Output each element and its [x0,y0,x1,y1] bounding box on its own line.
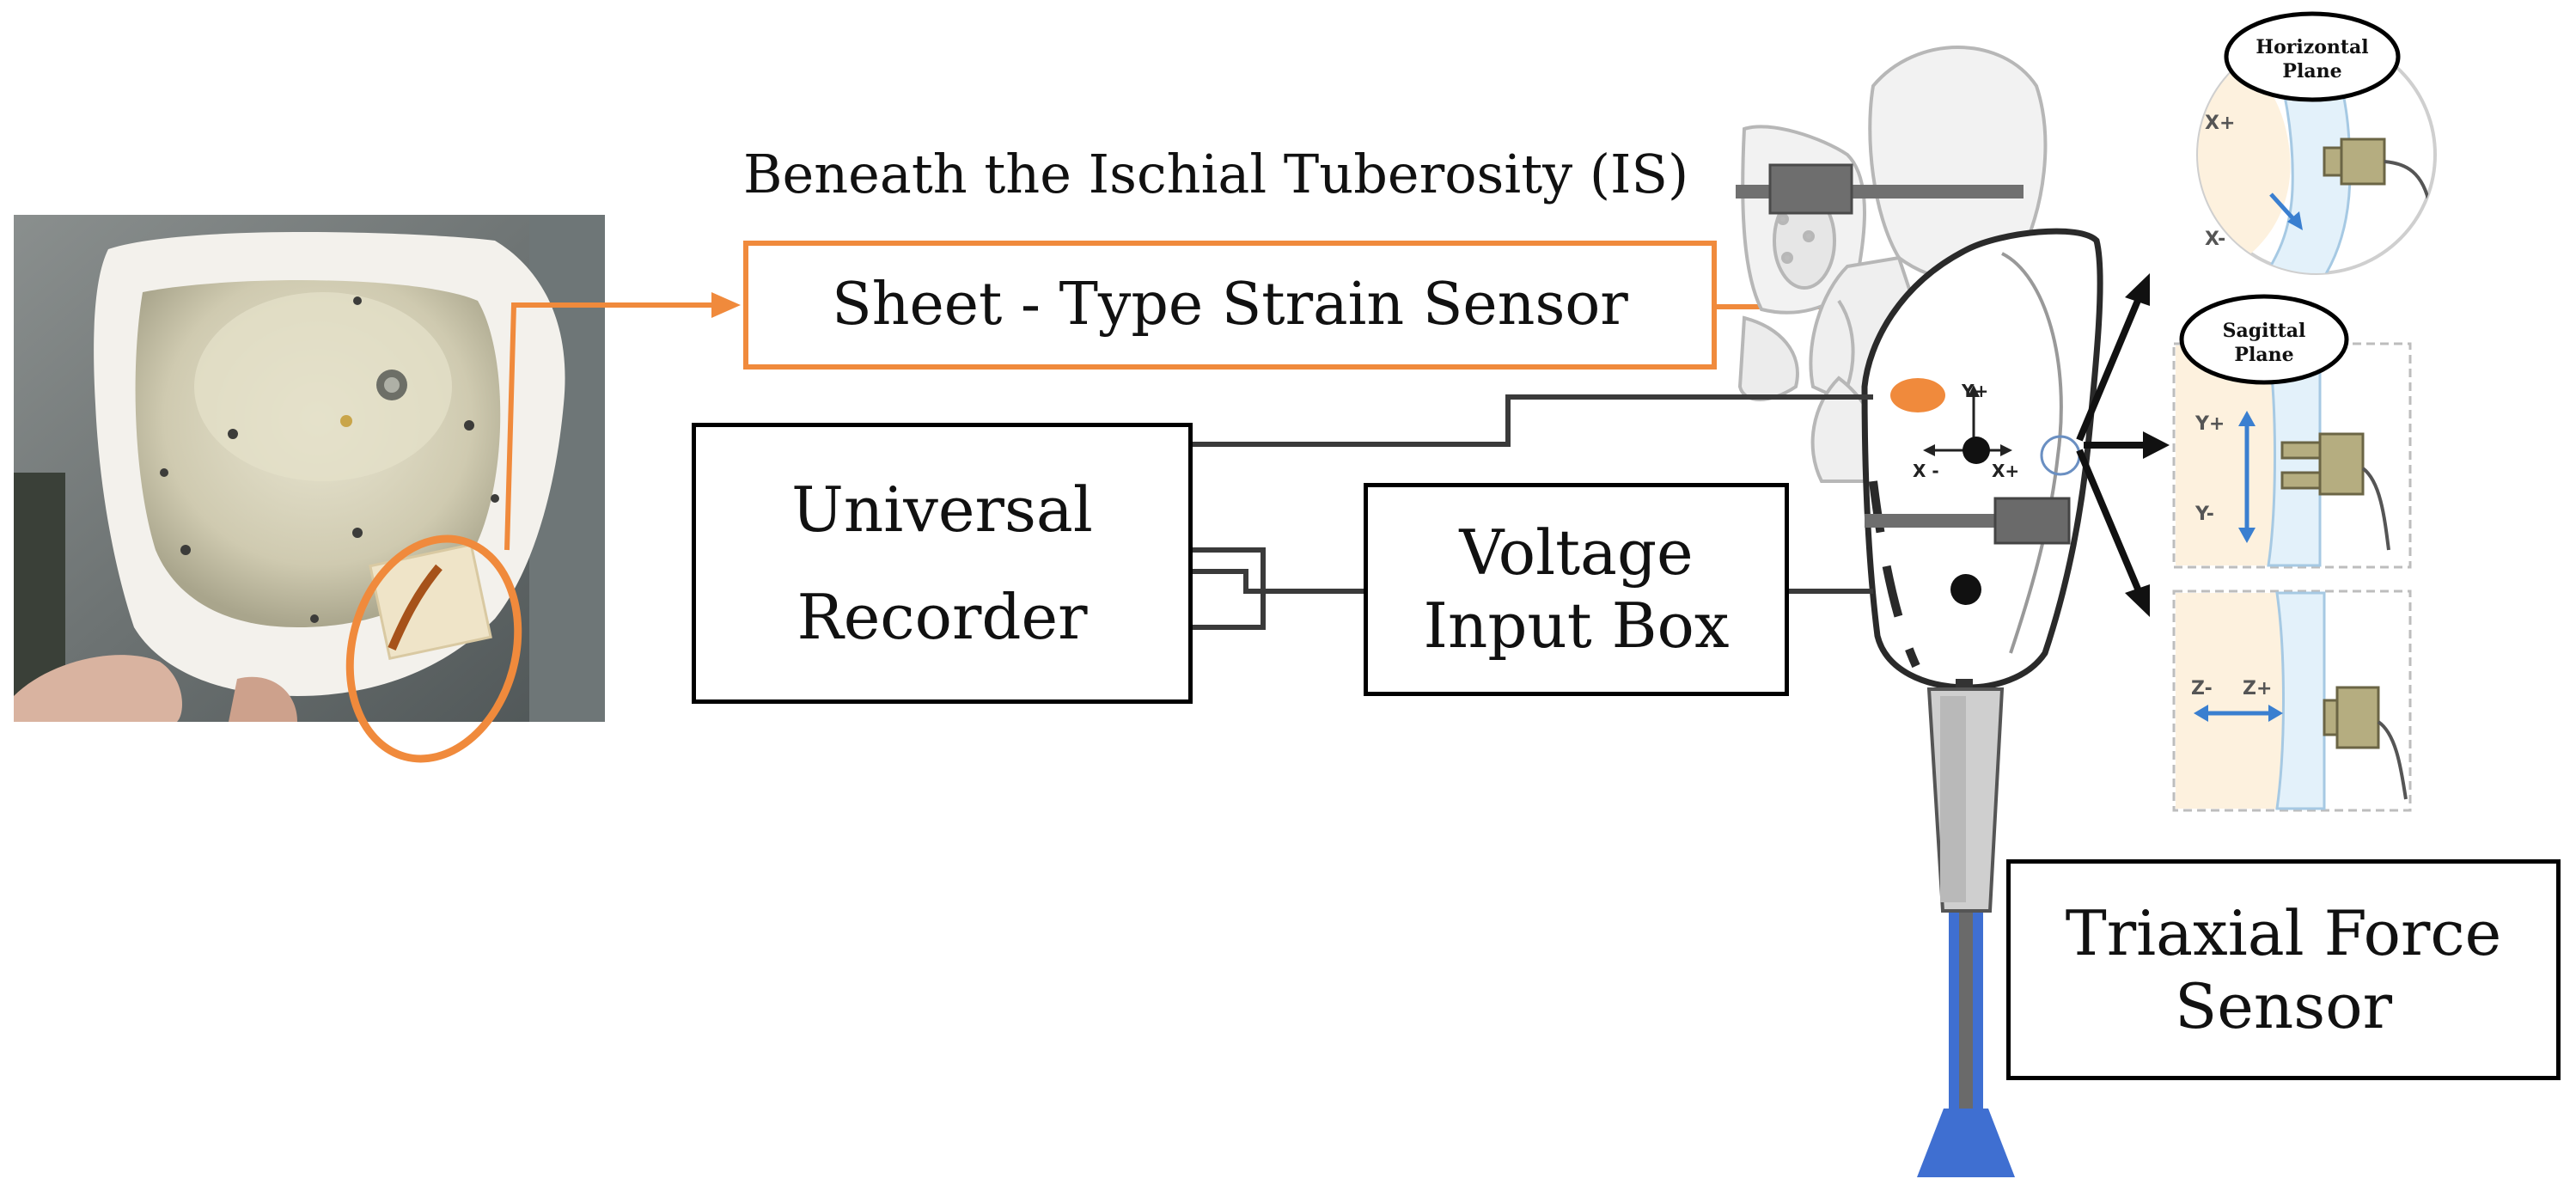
sagittal-plane-panel [2172,294,2412,569]
detail-arrows [2076,273,2170,617]
sagittal-plane-title-2: Plane [2234,344,2293,366]
socket-photo [14,215,605,722]
voltage-label-line2: Input Box [1423,589,1730,662]
socket-x-plus-label: X+ [1992,461,2019,481]
recorder-label-line2: Recorder [797,580,1088,653]
triaxial-label-line2: Sensor [2174,969,2393,1042]
pylon-upper-shade [1940,696,1966,902]
socket-y-plus-label: Y+ [1961,381,1988,401]
h-x-minus-label: X- [2205,229,2225,250]
horizontal-plane-title-2: Plane [2282,60,2341,82]
coronal-plane-panel [2172,589,2412,812]
socket-x-minus-label: X - [1913,461,1939,481]
ischial-tuberosity-label: Beneath the Ischial Tuberosity (IS) [743,143,1689,205]
pylon-core [1959,913,1973,1112]
sensor-leader-line [504,302,713,551]
c-z-plus-label: Z+ [2243,678,2272,699]
horizontal-plane-title-1: Horizontal [2256,36,2368,58]
voltage-label-line1: Voltage [1459,516,1694,589]
recorder-to-voltage-lower [1193,569,1368,594]
socket-marker-upper [1963,437,1990,464]
voltage-input-box: Voltage Input Box [1364,483,1789,696]
h-x-plus-label: X+ [2205,113,2235,134]
recorder-to-socket-line [1193,394,1873,447]
s-y-minus-label: Y- [2194,504,2214,525]
triaxial-label-line1: Triaxial Force [2065,896,2502,969]
sagittal-plane-title-1: Sagittal [2223,320,2306,342]
pylon-adapter [1956,679,1973,689]
triaxial-force-sensor-box: Triaxial Force Sensor [2006,859,2561,1080]
c-z-minus-label: Z- [2191,678,2213,699]
recorder-label-line1: Universal [791,473,1093,546]
pelvis-clamp [1768,163,1853,215]
socket-strain-sensor [1890,378,1945,412]
socket-inner-line [2001,252,2063,654]
triaxial-force-sensor-block [1993,497,2071,545]
sensor-highlight-ellipse [345,534,522,763]
horizontal-plane-panel [2196,11,2437,275]
sensor-leader-arrowhead [711,292,741,318]
prosthetic-foot [1917,1109,2015,1177]
socket-y-arrow [1968,385,1980,397]
universal-recorder-box: Universal Recorder [692,423,1193,704]
socket-liner [1869,480,1920,669]
strain-sensor-box: Sheet - Type Strain Sensor [743,241,1717,370]
strain-sensor-label: Sheet - Type Strain Sensor [832,270,1628,339]
socket-marker-lower [1950,574,1981,605]
s-y-plus-label: Y+ [2194,413,2225,435]
